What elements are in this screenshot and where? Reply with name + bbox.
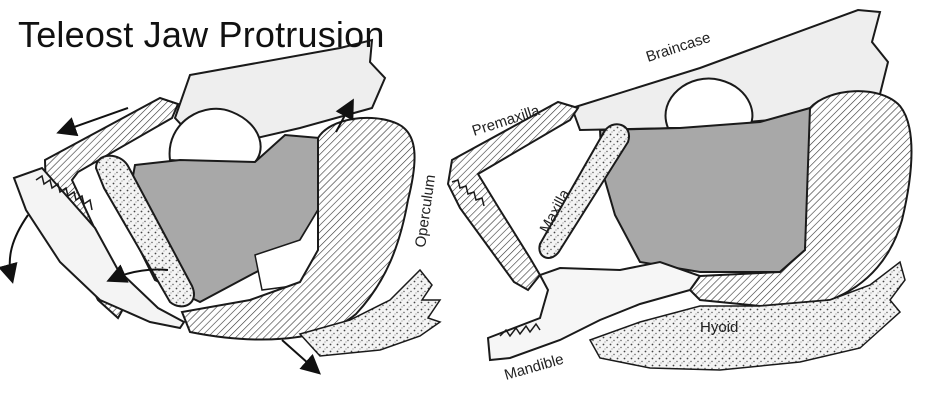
operculum-label: Operculum [412, 174, 439, 249]
right-figure-retracted: Braincase Premaxilla Maxilla Hyoid Mandi… [448, 10, 912, 384]
diagram-title: Teleost Jaw Protrusion [18, 14, 385, 56]
hyoid-label: Hyoid [700, 319, 738, 336]
braincase-label: Braincase [644, 29, 713, 66]
left-figure-protruded: Operculum [10, 40, 440, 372]
left-arrow-mandible-down [10, 215, 28, 280]
right-muscle-mass [600, 108, 810, 272]
